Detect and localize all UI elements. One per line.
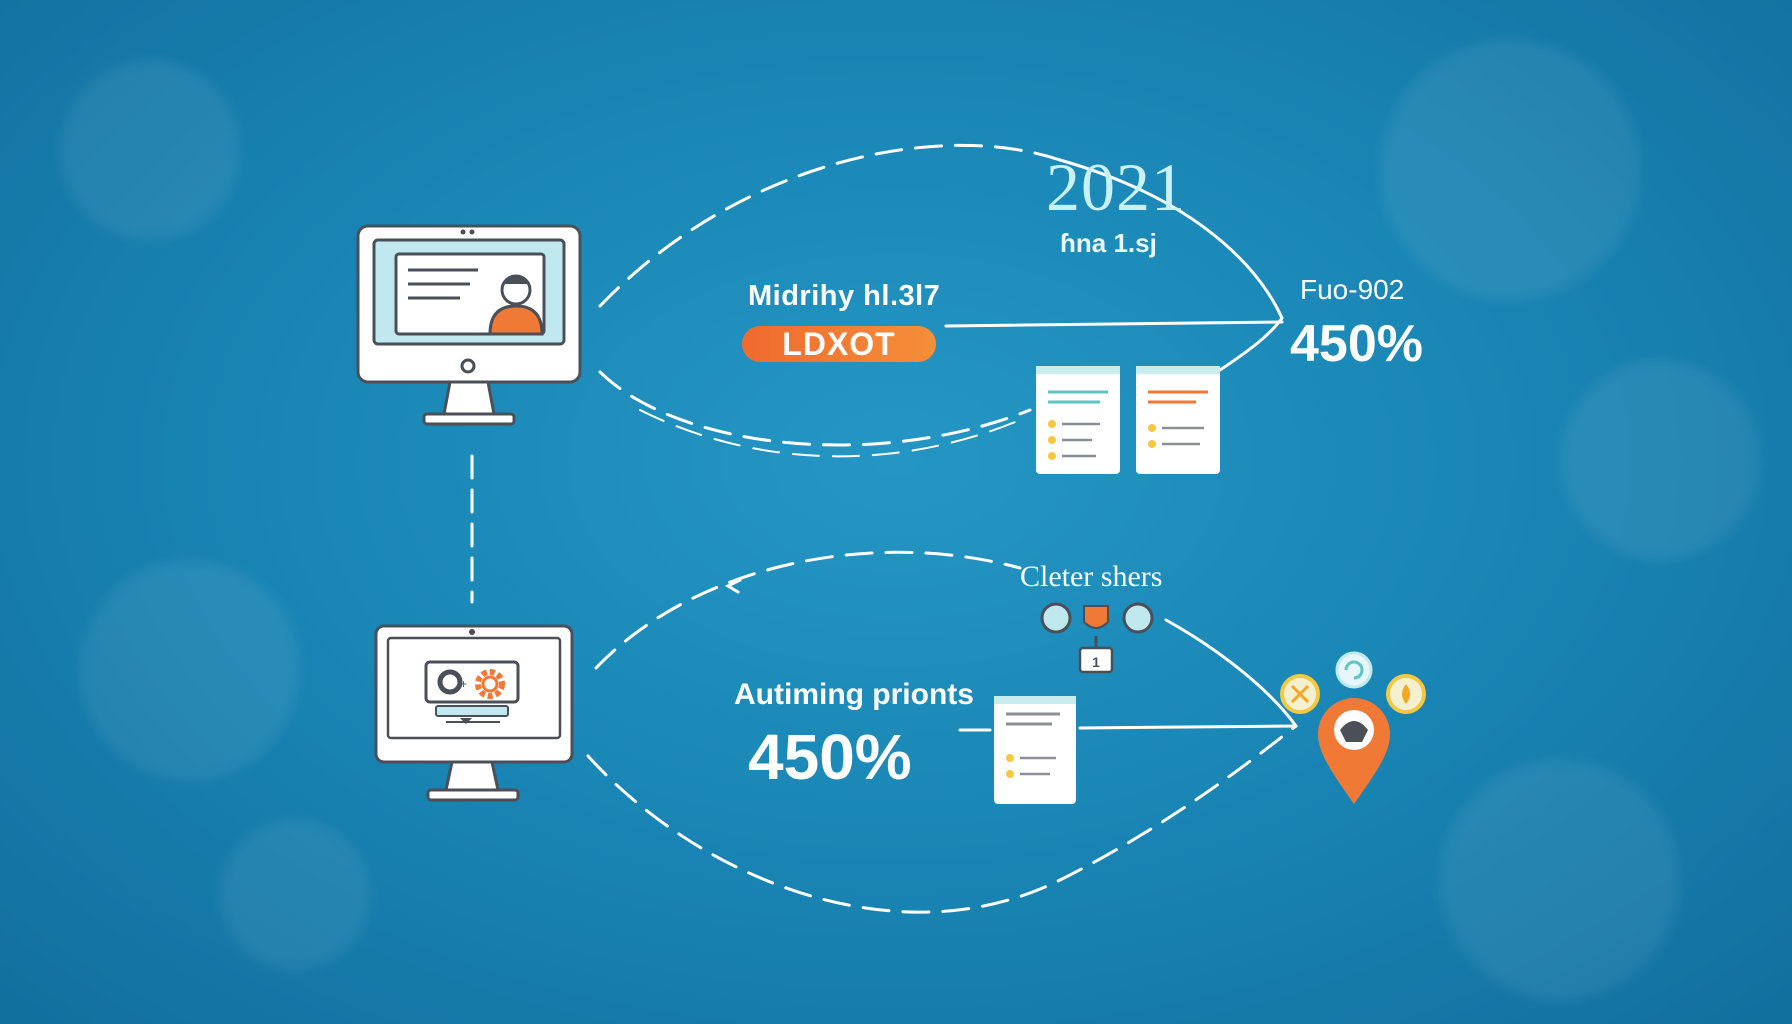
top-arc-upper xyxy=(598,143,1062,308)
top-flow-percent: 450% xyxy=(1290,315,1423,373)
bottom-flow-percent: 450% xyxy=(748,721,912,793)
top-arc-lower xyxy=(598,370,1032,447)
bottom-flow-line-right xyxy=(1078,724,1298,730)
top-arc-lower-right xyxy=(1218,316,1284,372)
user-avatar-icon xyxy=(488,274,544,336)
top-flow-label: Midrihy hl.3l7 xyxy=(748,280,941,312)
monitor-icon xyxy=(356,224,582,426)
gear-icon xyxy=(475,669,505,699)
document-icon xyxy=(994,696,1076,804)
bottom-flow-label: Autiming prionts xyxy=(734,678,974,711)
svg-text:+: + xyxy=(460,677,467,691)
document-icon xyxy=(1036,366,1120,474)
year-subtitle: ɦna 1.sj xyxy=(1060,228,1157,258)
bottom-arc-upper xyxy=(594,550,1022,670)
top-flow-line xyxy=(944,320,1284,328)
location-pin-icon xyxy=(1318,698,1390,804)
cluster-node-number: 1 xyxy=(1092,654,1100,670)
cluster-label: Cleter shers xyxy=(1020,560,1163,593)
bottom-arc-upper-right xyxy=(1164,618,1298,728)
connector-lines xyxy=(470,143,1298,914)
document-icon xyxy=(1136,366,1220,474)
status-badge: LDXOT xyxy=(742,326,936,362)
close-icon xyxy=(1280,674,1320,714)
arrow-head xyxy=(724,578,742,594)
year-label: 2021 xyxy=(1046,149,1186,225)
top-arc-upper-right xyxy=(1058,158,1284,320)
top-flow-code: Fuo-902 xyxy=(1300,274,1405,305)
top-arc-lower-inner xyxy=(639,409,1021,458)
monitor-icon: + xyxy=(374,624,574,802)
bottom-arc-lower xyxy=(586,724,1298,914)
shield-icon xyxy=(1083,605,1109,629)
cluster-nodes: 1 xyxy=(1040,602,1154,674)
refresh-icon xyxy=(1335,651,1373,689)
flame-icon xyxy=(1386,674,1426,714)
